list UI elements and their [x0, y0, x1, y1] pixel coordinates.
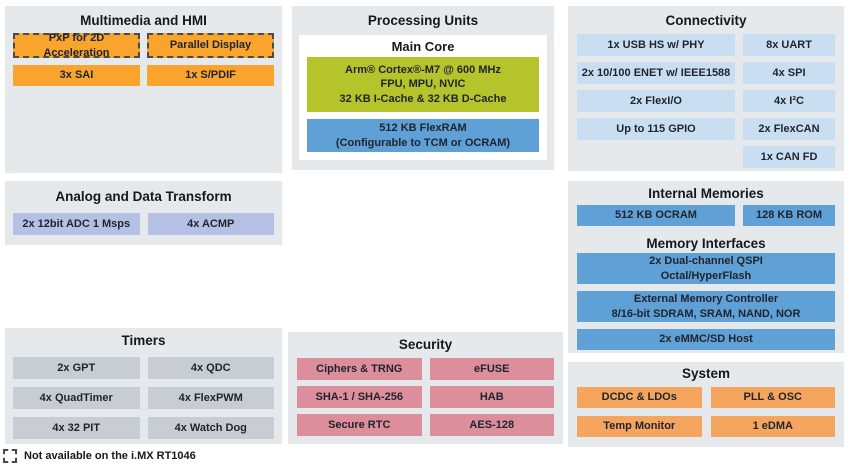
system-grid: DCDC & LDOs PLL & OSC Temp Monitor 1 eDM…	[568, 387, 844, 437]
legend: Not available on the i.MX RT1046	[3, 449, 196, 463]
block-acmp: 4x ACMP	[147, 213, 274, 235]
analog-title: Analog and Data Transform	[55, 189, 232, 204]
analog-grid: 2x 12bit ADC 1 Msps 4x ACMP	[5, 213, 282, 235]
processing-units-title: Processing Units	[367, 13, 479, 28]
emc-line-1: External Memory Controller	[633, 293, 779, 305]
block-pit: 4x 32 PIT	[13, 417, 140, 439]
block-spdif: 1x S/PDIF	[147, 65, 274, 86]
qspi-line-1: 2x Dual-channel QSPI	[649, 255, 763, 267]
block-i2c: 4x I²C	[743, 90, 835, 112]
block-efuse: eFUSE	[429, 358, 554, 380]
flexram-line-2: (Configurable to TCM or OCRAM)	[335, 136, 511, 149]
block-uart: 8x UART	[743, 34, 835, 56]
block-temp-monitor: Temp Monitor	[577, 416, 702, 437]
block-ciphers-trng: Ciphers & TRNG	[297, 358, 422, 380]
block-secure-rtc: Secure RTC	[297, 414, 422, 436]
block-usb-hs: 1x USB HS w/ PHY	[577, 34, 735, 56]
multimedia-grid: PxP for 2D Acceleration Parallel Display…	[5, 32, 282, 86]
block-flexcan: 2x FlexCAN	[743, 118, 835, 140]
panel-system: System DCDC & LDOs PLL & OSC Temp Monito…	[568, 362, 844, 447]
connectivity-right-column: 8x UART 4x SPI 4x I²C 2x FlexCAN 1x CAN …	[743, 34, 835, 168]
system-title: System	[681, 366, 731, 381]
connectivity-left-column: 1x USB HS w/ PHY 2x 10/100 ENET w/ IEEE1…	[577, 34, 735, 168]
panel-memories: Internal Memories 512 KB OCRAM 128 KB RO…	[568, 181, 844, 353]
qspi-line-2: Octal/HyperFlash	[660, 269, 752, 282]
security-grid: Ciphers & TRNG eFUSE SHA-1 / SHA-256 HAB…	[288, 358, 563, 436]
block-flexio: 2x FlexI/O	[577, 90, 735, 112]
block-pll-osc: PLL & OSC	[710, 387, 835, 408]
security-title: Security	[398, 337, 453, 352]
block-adc: 2x 12bit ADC 1 Msps	[13, 213, 140, 235]
block-qspi: 2x Dual-channel QSPI Octal/HyperFlash	[577, 253, 835, 284]
dashed-box-legend-icon	[3, 449, 17, 463]
block-external-memory-controller: External Memory Controller 8/16-bit SDRA…	[577, 291, 835, 322]
block-watchdog: 4x Watch Dog	[147, 417, 274, 439]
connectivity-grid: 1x USB HS w/ PHY 2x 10/100 ENET w/ IEEE1…	[568, 34, 844, 168]
block-parallel-display: Parallel Display	[147, 33, 274, 58]
memory-interfaces-stack: 2x Dual-channel QSPI Octal/HyperFlash Ex…	[568, 253, 844, 350]
block-spi: 4x SPI	[743, 62, 835, 84]
block-flexram: 512 KB FlexRAM (Configurable to TCM or O…	[307, 119, 539, 152]
block-gpt: 2x GPT	[13, 357, 140, 379]
connectivity-title: Connectivity	[665, 13, 747, 28]
internal-memories-title: Internal Memories	[648, 186, 764, 201]
block-pxp-2d-acceleration: PxP for 2D Acceleration	[13, 32, 140, 59]
panel-connectivity: Connectivity 1x USB HS w/ PHY 2x 10/100 …	[568, 6, 844, 171]
block-ocram: 512 KB OCRAM	[577, 205, 735, 226]
panel-timers: Timers 2x GPT 4x QDC 4x QuadTimer 4x Fle…	[5, 328, 282, 444]
block-emmc-sd-host: 2x eMMC/SD Host	[577, 329, 835, 350]
panel-processing-units: Processing Units Main Core Arm® Cortex®-…	[292, 6, 554, 170]
legend-note: Not available on the i.MX RT1046	[24, 450, 196, 462]
block-flexpwm: 4x FlexPWM	[147, 387, 274, 409]
block-aes: AES-128	[429, 414, 554, 436]
emc-line-2: 8/16-bit SDRAM, SRAM, NAND, NOR	[611, 307, 801, 320]
block-canfd: 1x CAN FD	[743, 146, 835, 168]
block-hab: HAB	[429, 386, 554, 408]
multimedia-title: Multimedia and HMI	[80, 13, 207, 28]
cpu-line-3: 32 KB I-Cache & 32 KB D-Cache	[339, 92, 507, 105]
panel-security: Security Ciphers & TRNG eFUSE SHA-1 / SH…	[288, 332, 563, 444]
timers-title: Timers	[121, 333, 166, 348]
block-quadtimer: 4x QuadTimer	[13, 387, 140, 409]
panel-multimedia-hmi: Multimedia and HMI PxP for 2D Accelerati…	[5, 6, 282, 173]
panel-analog-data-transform: Analog and Data Transform 2x 12bit ADC 1…	[5, 181, 282, 245]
block-sai: 3x SAI	[13, 65, 140, 86]
block-sha: SHA-1 / SHA-256	[297, 386, 422, 408]
main-core-title: Main Core	[391, 39, 455, 54]
block-enet: 2x 10/100 ENET w/ IEEE1588	[577, 62, 735, 84]
cpu-line-2: FPU, MPU, NVIC	[380, 78, 466, 91]
block-cortex-m7: Arm® Cortex®-M7 @ 600 MHz FPU, MPU, NVIC…	[307, 57, 539, 112]
timers-grid: 2x GPT 4x QDC 4x QuadTimer 4x FlexPWM 4x…	[5, 357, 282, 439]
memory-interfaces-title: Memory Interfaces	[646, 236, 766, 251]
main-core-box: Main Core Arm® Cortex®-M7 @ 600 MHz FPU,…	[299, 35, 547, 160]
block-dcdc-ldos: DCDC & LDOs	[577, 387, 702, 408]
block-gpio: Up to 115 GPIO	[577, 118, 735, 140]
block-qdc: 4x QDC	[147, 357, 274, 379]
internal-memories-grid: 512 KB OCRAM 128 KB ROM	[568, 205, 844, 226]
cpu-line-1: Arm® Cortex®-M7 @ 600 MHz	[345, 63, 501, 76]
flexram-line-1: 512 KB FlexRAM	[379, 122, 467, 134]
block-rom: 128 KB ROM	[743, 205, 835, 226]
block-edma: 1 eDMA	[710, 416, 835, 437]
